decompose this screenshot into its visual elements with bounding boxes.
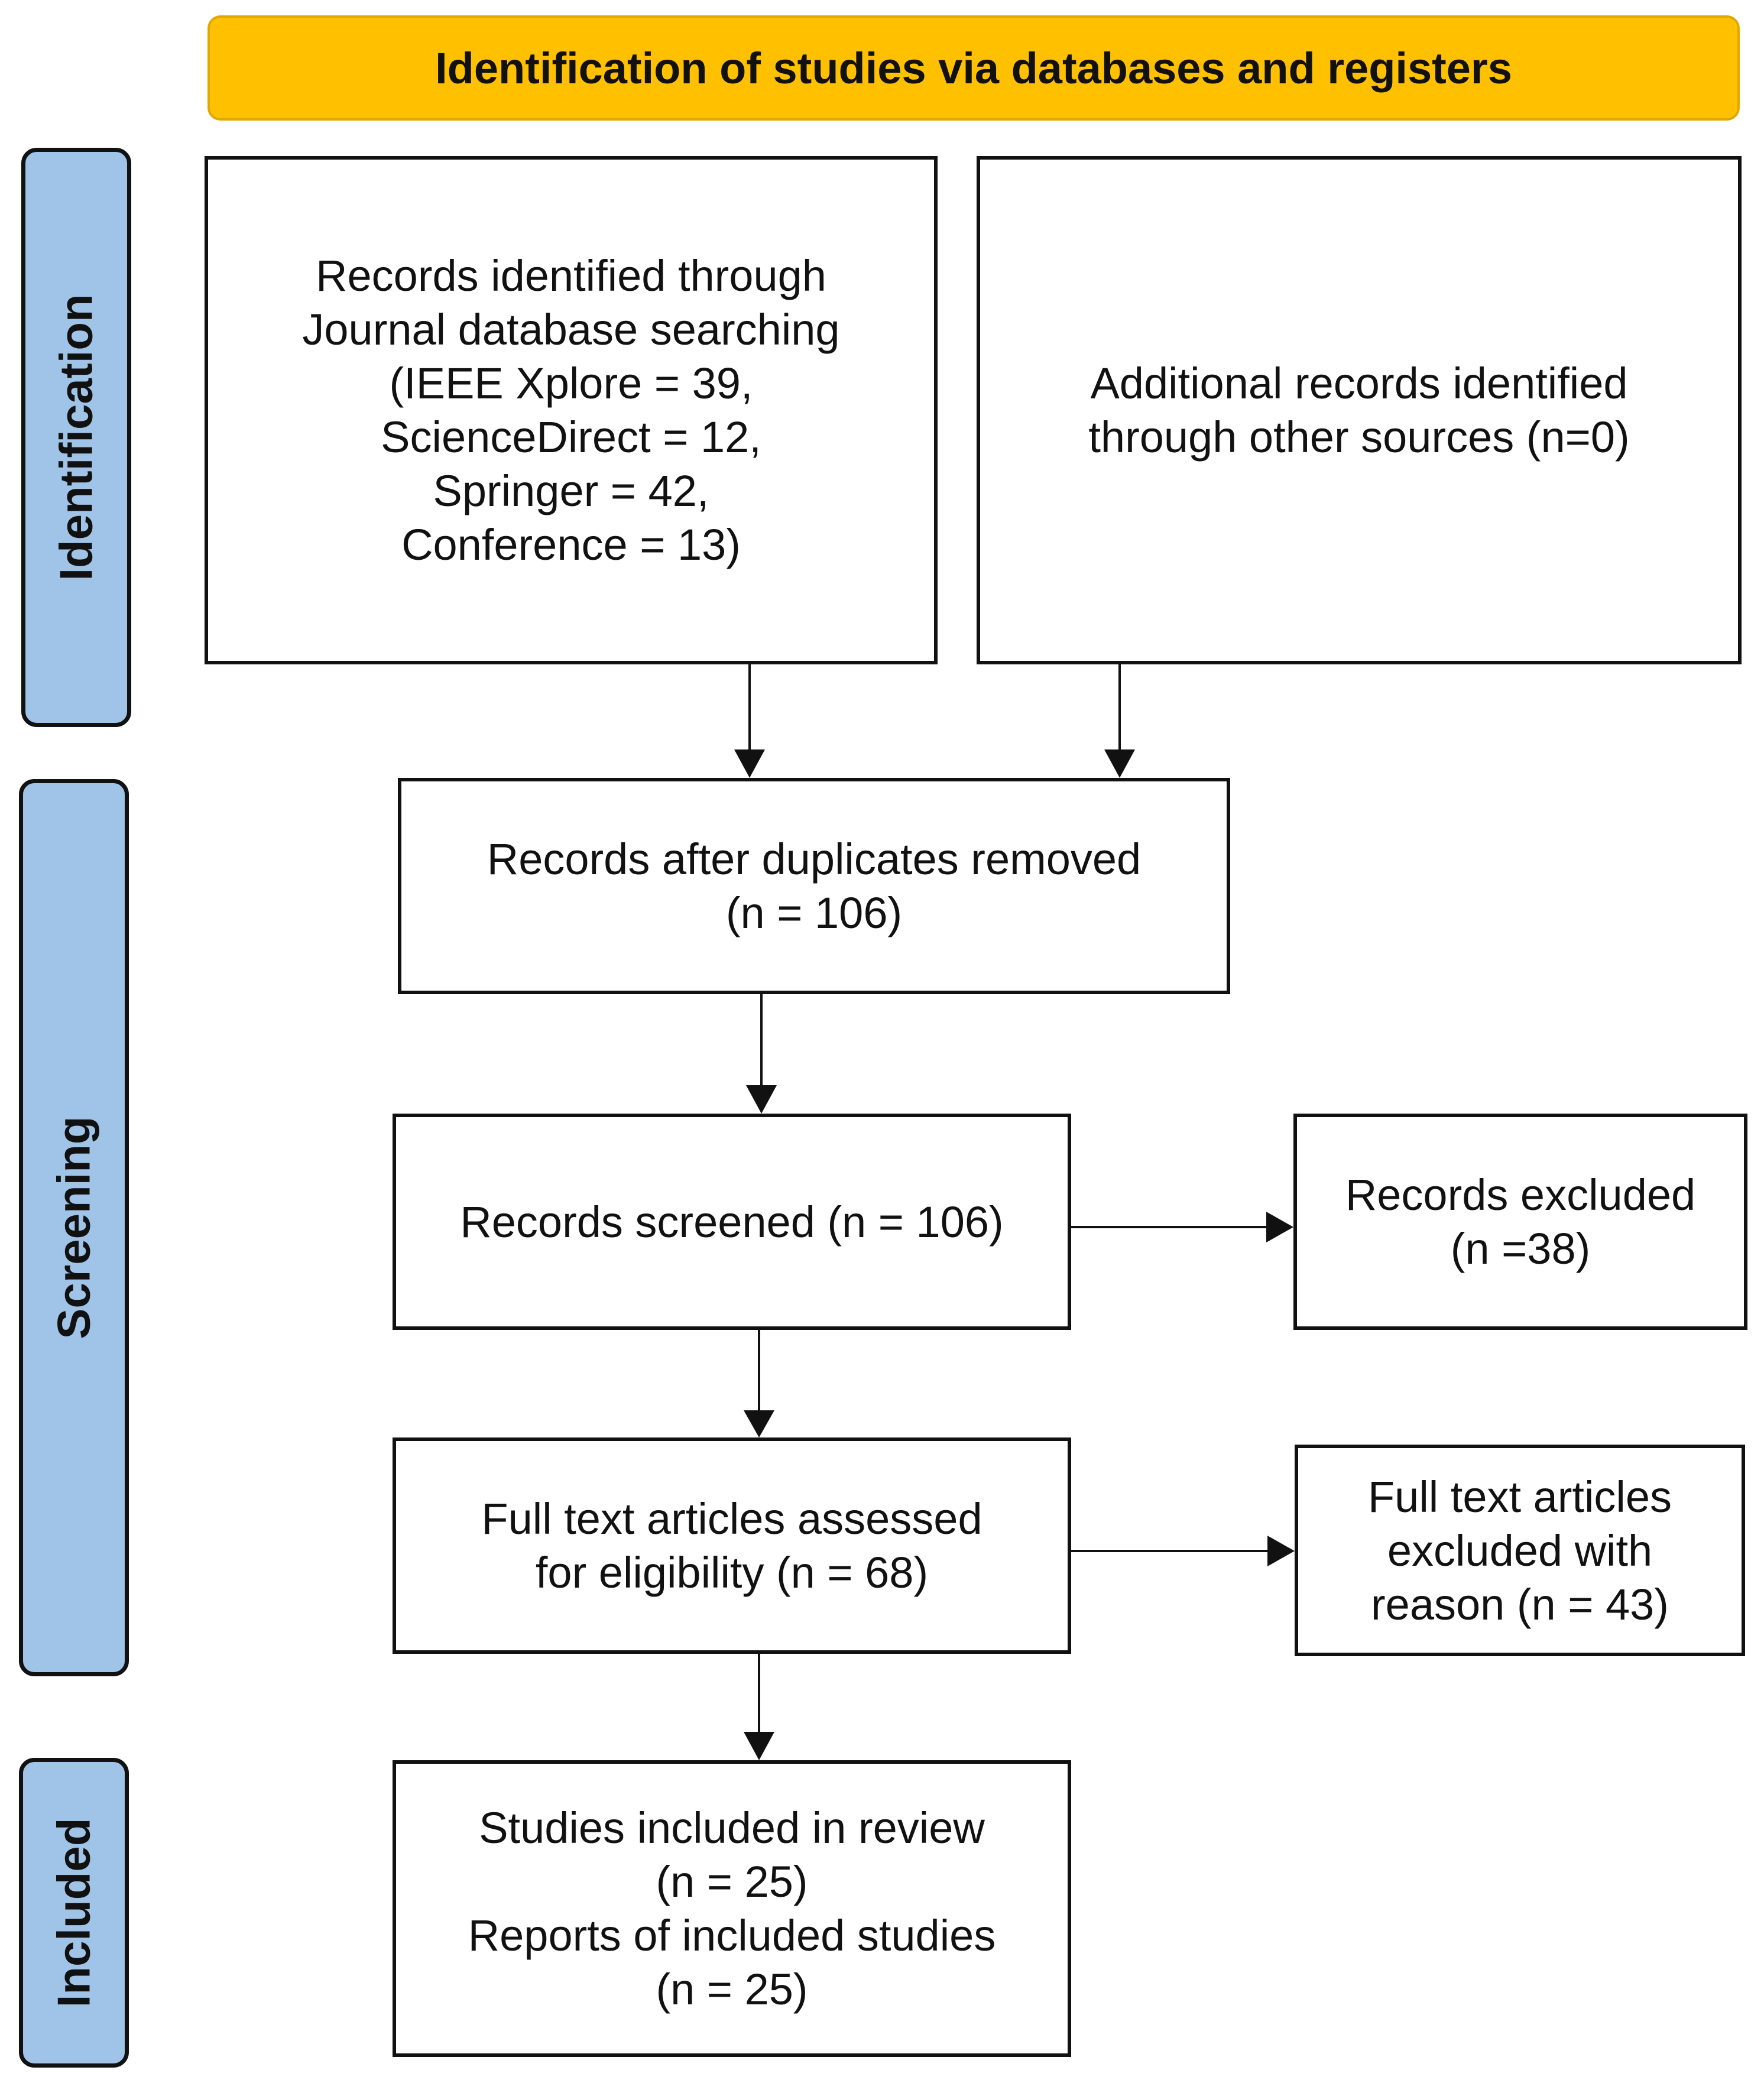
- box-line: (n = 106): [725, 888, 903, 937]
- box-line: Records excluded: [1345, 1170, 1696, 1219]
- phase-screening: Screening: [19, 779, 129, 1676]
- box-line: Reports of included studies: [468, 1911, 996, 1960]
- phase-included: Included: [19, 1758, 129, 2068]
- box-line: Conference = 13): [401, 520, 741, 569]
- arrowhead-right: [1266, 1212, 1293, 1242]
- phase-identification: Identification: [21, 148, 131, 727]
- box-line: excluded with: [1387, 1526, 1653, 1575]
- full-text-excluded-box: Full text articles excluded with reason …: [1295, 1445, 1745, 1656]
- full-text-assessed-box: Full text articles assessed for eligibil…: [393, 1437, 1071, 1654]
- box-line: Records screened (n = 106): [460, 1197, 1004, 1247]
- box-line: Records after duplicates removed: [487, 835, 1142, 884]
- box-line: (n = 25): [656, 1965, 808, 2014]
- box-line: (n = 25): [656, 1857, 808, 1906]
- box-line: Full text articles: [1367, 1472, 1672, 1521]
- studies-included-box: Studies included in review (n = 25) Repo…: [393, 1760, 1071, 2057]
- box-line: Records identified through: [316, 251, 826, 300]
- additional-records-box: Additional records identified through ot…: [977, 156, 1742, 664]
- box-line: for eligibility (n = 68): [535, 1548, 929, 1597]
- arrowhead-down: [746, 1085, 777, 1114]
- box-line: Journal database searching: [302, 305, 840, 354]
- header-banner: Identification of studies via databases …: [207, 15, 1740, 121]
- arrowhead-down: [734, 749, 765, 778]
- records-screened-box: Records screened (n = 106): [393, 1114, 1071, 1330]
- records-excluded-box: Records excluded (n =38): [1293, 1114, 1747, 1330]
- header-title: Identification of studies via databases …: [435, 43, 1512, 93]
- arrowhead-down: [1104, 749, 1135, 778]
- box-line: Additional records identified: [1090, 359, 1628, 408]
- records-identified-box: Records identified through Journal datab…: [205, 156, 938, 664]
- box-line: Full text articles assessed: [481, 1494, 982, 1543]
- box-line: reason (n = 43): [1371, 1579, 1669, 1629]
- arrowhead-down: [744, 1410, 774, 1437]
- box-line: Studies included in review: [479, 1803, 985, 1852]
- box-line: through other sources (n=0): [1088, 413, 1630, 462]
- arrowhead-down: [744, 1732, 774, 1760]
- box-line: Springer = 42,: [433, 466, 709, 515]
- box-line: ScienceDirect = 12,: [381, 413, 761, 462]
- duplicates-removed-box: Records after duplicates removed (n = 10…: [398, 778, 1230, 994]
- box-line: (n =38): [1450, 1224, 1591, 1273]
- box-line: (IEEE Xplore = 39,: [389, 359, 753, 408]
- arrowhead-right: [1267, 1536, 1295, 1566]
